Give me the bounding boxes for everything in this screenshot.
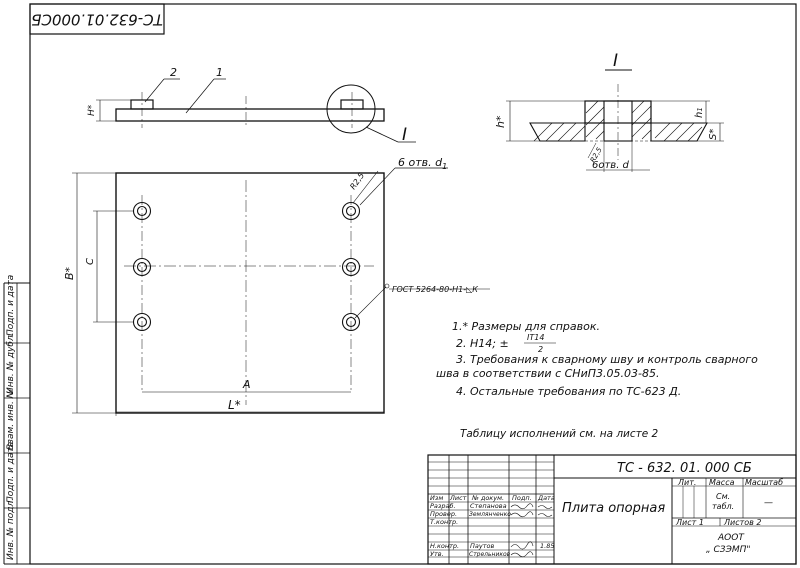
tb-name-checker: Землянченко [469,511,511,518]
tb-name-developer: Степанова [470,502,507,510]
tb-role-approve: Утв. [430,550,444,558]
weld-symbol: ГОСТ 5264-80-Н1-◺К [392,285,478,294]
tb-head-list: Лист [449,494,467,502]
dim-holes-count: 6 отв. d1 [398,156,447,171]
tb-head-date: Дата [537,494,555,502]
tb-role-check: Провер. [430,510,457,518]
side-label-4: Подп. и дата [6,442,16,503]
tb-org-2: „ СЗЭМП" [706,545,751,555]
tb-sheets: Листов 2 [723,518,762,527]
tb-scale: Масштаб [745,478,783,487]
detail-title: I [613,51,618,71]
dim-h-star: h* [494,115,507,128]
top-stamp-text: ТС-632.01.000СБ [31,11,163,29]
detail-ref-label: I [402,125,407,145]
note-3-cont: шва в соответствии с СНиП3.05.03-85. [436,367,659,380]
dim-H-star: H* [87,104,97,116]
tb-role-tcontrol: Т.контр. [430,518,458,526]
side-label-1: Подп. и дата [6,275,16,336]
tb-head-doc: № докум. [471,494,504,502]
top-stamp [29,3,165,35]
note-2-numerator: IT14 [527,333,544,342]
tb-mass-val: См. [716,492,730,501]
tb-role-ncontrol: Н.контр. [430,542,459,550]
dim-h1: h1 [694,107,705,118]
note-2: 2. Н14; ± [456,337,509,350]
tb-sheet: Лист 1 [675,518,704,527]
plan-view [72,167,490,416]
tb-head-sign: Подп. [512,494,532,502]
note-3: 3. Требования к сварному шву и контроль … [456,353,758,366]
detail-section [506,69,724,172]
tb-name-ncontrol: Паутов [470,542,494,550]
signatures [510,503,553,558]
tb-org-1: АООТ [717,533,745,543]
dim-B-star: B* [63,266,76,280]
title-block [427,454,797,565]
dim-C: C [85,258,96,265]
callout-part-2: 2 [170,66,177,79]
tb-name-approver: Стрельников [469,551,511,558]
dim-A: A [242,378,251,391]
table-note: Таблицу исполнений см. на листе 2 [460,428,659,440]
technical-notes: 1.* Размеры для справок. 2. Н14; ± IT14 … [436,320,758,440]
side-label-3: Взам. инв. № [6,389,16,450]
tb-role-develop: Разраб. [430,502,456,510]
dim-S-star: S* [708,129,719,140]
dim-r25: R2,5 [348,171,366,191]
tb-date-ncontrol: 1.85 [540,542,554,550]
tb-name: Плита опорная [562,501,665,516]
callout-part-1: 1 [216,66,223,79]
side-label-2: Инв. № дубл. [6,332,16,394]
note-2-denominator: 2 [538,345,543,354]
note-4: 4. Остальные требования по ТС-623 Д. [456,385,681,398]
tb-mass-val2: табл. [712,502,734,511]
side-view [96,78,416,143]
tb-head-izm: Изм [430,494,443,502]
note-1: 1.* Размеры для справок. [452,320,600,333]
dim-holes-d: 6отв. d [592,160,630,171]
sheet-frame [29,3,797,565]
plate-outline [115,172,385,414]
tb-lit: Лит. [677,478,696,487]
tb-designation: ТС - 632. 01. 000 СБ [617,461,752,476]
dim-L-star: L* [228,398,241,412]
side-label-5: Инв. № подл. [6,498,16,560]
tb-mass: Масса [709,478,735,487]
tb-scale-val: — [764,498,773,508]
